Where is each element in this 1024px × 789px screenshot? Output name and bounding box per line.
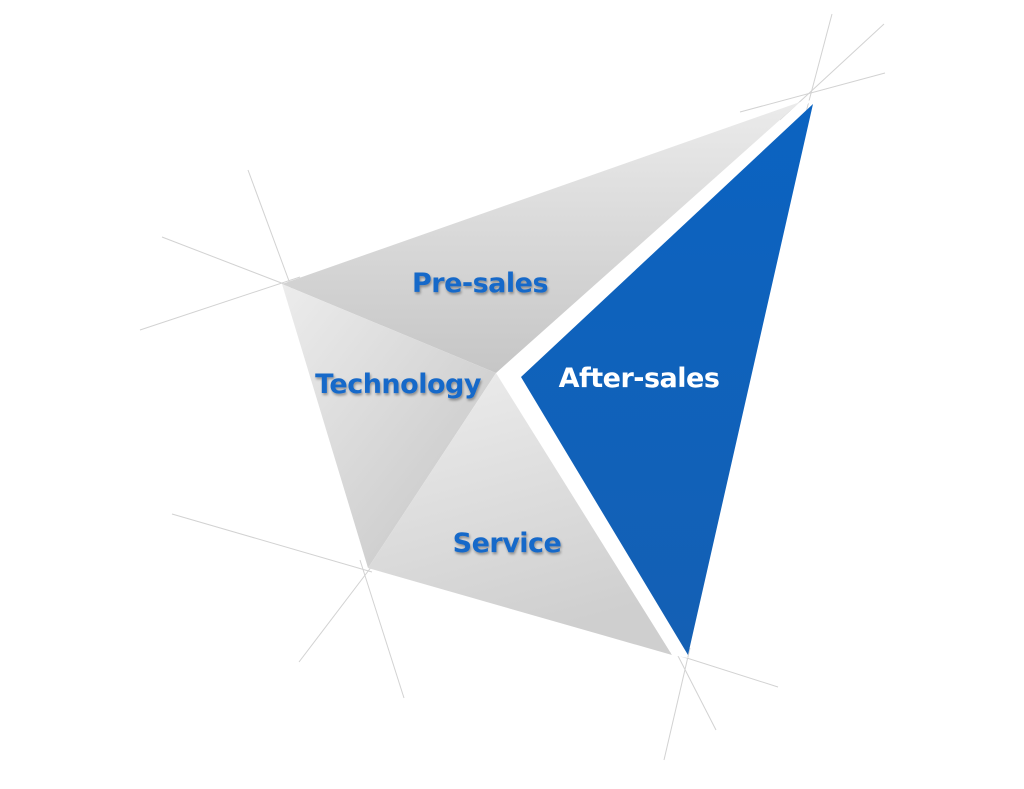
service-segment: [368, 373, 672, 655]
guide-line: [675, 651, 717, 731]
after-sales-segment: [521, 104, 813, 655]
pre-sales-segment: [282, 102, 800, 373]
service-label: Service: [453, 528, 562, 559]
guide-line: [739, 72, 886, 113]
guide-line: [667, 651, 779, 688]
technology-label: Technology: [315, 369, 482, 400]
guide-lines: [139, 13, 886, 761]
guide-line: [359, 559, 405, 699]
guide-line: [663, 647, 691, 761]
after-sales-label: After-sales: [559, 363, 720, 394]
guide-line: [139, 276, 301, 331]
guide-line: [247, 169, 297, 301]
pre-sales-label: Pre-sales: [412, 268, 548, 299]
guide-line: [298, 565, 373, 663]
technology-segment: [282, 284, 496, 568]
guide-line: [171, 513, 373, 573]
